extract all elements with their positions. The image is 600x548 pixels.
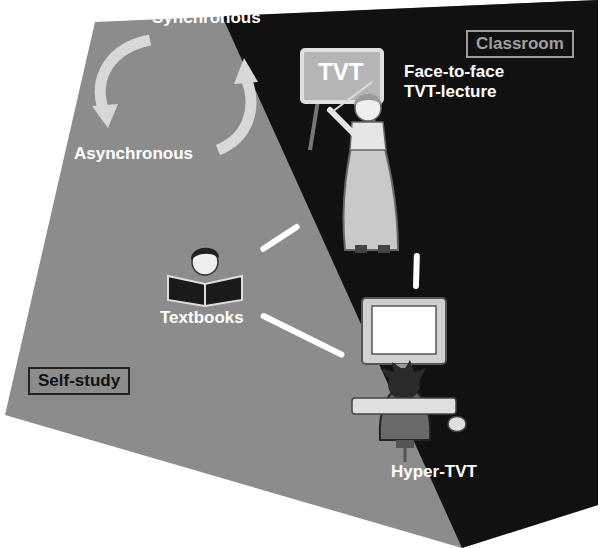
student-reading-figure [168,248,242,306]
teacher-figure [302,50,398,253]
region-label: Classroom [476,34,564,54]
computer-user-figure [352,298,466,462]
arrow-head [92,104,118,128]
node-label: Face-to-face TVT-lecture [404,62,536,101]
connector-line [413,256,420,286]
connector-line [264,316,342,355]
textbooks-node: Textbooks [150,240,260,334]
classroom-region [222,0,598,548]
region-label-box: Classroom [466,30,574,58]
board-text: TVT [318,58,363,86]
connector-line [263,227,296,249]
region-label-box: Self-study [28,367,130,395]
node-label: Textbooks [160,308,244,328]
hyper-tvt-node: Hyper-TVT [345,290,481,490]
self-study-region [5,0,598,548]
curved-arrow [100,40,150,112]
arrow-head [234,58,258,84]
node-label: Hyper-TVT [391,462,477,482]
mode-label: Synchronous [152,8,261,28]
region-label: Self-study [38,371,120,391]
lecture-node: TVT Face-to-face TVT-lecture [300,40,540,252]
mode-label: Asynchronous [74,144,193,164]
curved-arrow [218,78,251,150]
